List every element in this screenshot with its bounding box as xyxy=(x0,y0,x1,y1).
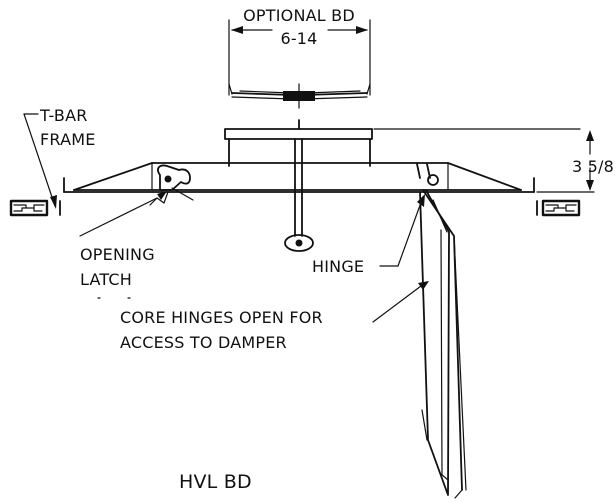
optional-bd-label: OPTIONAL BD xyxy=(243,6,355,25)
opening-latch: OPENING LATCH xyxy=(79,164,194,289)
core-label-2: ACCESS TO DAMPER xyxy=(120,333,287,352)
hinge-leader xyxy=(397,196,424,267)
hinge-icon xyxy=(427,174,439,186)
collar xyxy=(224,119,581,167)
opening-latch-label-1: OPENING xyxy=(80,245,155,264)
height-arrow-up-icon xyxy=(586,130,594,141)
bd-arrow-right-icon xyxy=(356,26,368,34)
t-bar-right xyxy=(536,199,581,217)
bd-range-label: 6-14 xyxy=(280,29,317,48)
hinge-label: HINGE xyxy=(312,257,364,276)
drawing-title: HVL BD xyxy=(179,471,252,493)
pull-ring-icon xyxy=(284,234,314,252)
core-arrow-icon xyxy=(418,281,429,290)
t-bar-arrow-icon xyxy=(50,195,57,209)
bd-arrow-left-icon xyxy=(231,26,243,34)
t-bar-label-1: T-BAR xyxy=(39,106,88,125)
hinged-core xyxy=(416,163,467,499)
latch-arrow-icon xyxy=(157,191,167,200)
opening-latch-label-2: LATCH xyxy=(80,270,132,289)
height-dim-label: 3 5/8 xyxy=(572,157,614,176)
ceiling-tile-left xyxy=(9,199,49,217)
ceiling-tile-right xyxy=(541,199,581,217)
hinge-arrow-icon xyxy=(417,194,425,207)
core-leader xyxy=(372,282,426,323)
core-label-1: CORE HINGES OPEN FOR xyxy=(120,308,323,327)
balancing-damper xyxy=(228,83,371,109)
optional-bd-dimension: OPTIONAL BD 6-14 xyxy=(228,6,371,96)
t-bar-left: T-BAR FRAME xyxy=(9,106,96,217)
pull-ring xyxy=(284,138,314,252)
t-bar-leader xyxy=(23,113,56,207)
latch-icon xyxy=(157,164,191,191)
diffuser-body xyxy=(63,162,535,193)
t-bar-label-2: FRAME xyxy=(40,130,96,149)
latch-leader xyxy=(79,197,158,237)
height-dimension: 3 5/8 xyxy=(536,130,614,193)
core-callout: CORE HINGES OPEN FOR ACCESS TO DAMPER xyxy=(120,281,429,352)
hinge-callout: HINGE xyxy=(312,194,425,276)
height-arrow-down-icon xyxy=(586,180,594,191)
